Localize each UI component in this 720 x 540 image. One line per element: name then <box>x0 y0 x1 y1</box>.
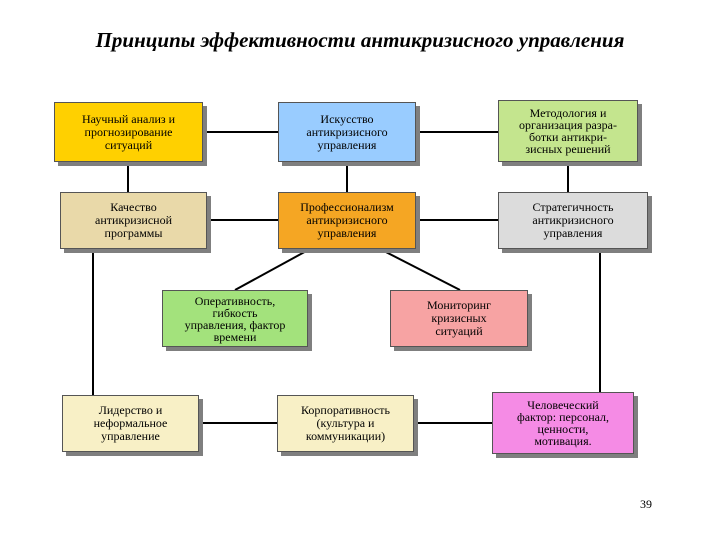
node-monitoring: Мониторинг кризисных ситуаций <box>390 290 528 347</box>
edge-n5-n7 <box>234 248 311 291</box>
diagram-title: Принципы эффективности антикризисного уп… <box>95 28 625 52</box>
node-leadership: Лидерство и неформальное управление <box>62 395 199 452</box>
node-corporate: Корпоративность (культура и коммуникации… <box>277 395 414 452</box>
node-strategic: Стратегичность антикризисного управления <box>498 192 648 249</box>
node-label: Методология и организация разра- ботки а… <box>519 106 617 156</box>
node-label: Человеческий фактор: персонал, ценности,… <box>516 398 610 448</box>
edge-n5-n8 <box>379 248 461 291</box>
node-label: Научный анализ и прогнозирование ситуаци… <box>81 111 176 152</box>
node-professionalism: Профессионализм антикризисного управлени… <box>278 192 416 249</box>
node-label: Искусство антикризисного управления <box>306 111 388 152</box>
node-label: Стратегичность антикризисного управления <box>532 200 614 240</box>
node-art-of-management: Искусство антикризисного управления <box>278 102 416 162</box>
node-label: Лидерство и неформальное управление <box>93 403 168 443</box>
node-label: Мониторинг кризисных ситуаций <box>426 298 492 338</box>
node-label: Оперативность, гибкость управления, факт… <box>184 293 286 344</box>
page-number: 39 <box>640 497 652 511</box>
node-efficiency: Оперативность, гибкость управления, факт… <box>162 290 308 347</box>
node-label: Профессионализм антикризисного управлени… <box>300 200 394 240</box>
node-human-factor: Человеческий фактор: персонал, ценности,… <box>492 392 634 454</box>
node-methodology: Методология и организация разра- ботки а… <box>498 100 638 162</box>
node-label: Корпоративность (культура и коммуникации… <box>301 403 390 443</box>
node-program-quality: Качество антикризисной программы <box>60 192 207 249</box>
node-label: Качество антикризисной программы <box>95 200 172 240</box>
node-scientific-analysis: Научный анализ и прогнозирование ситуаци… <box>54 102 203 162</box>
